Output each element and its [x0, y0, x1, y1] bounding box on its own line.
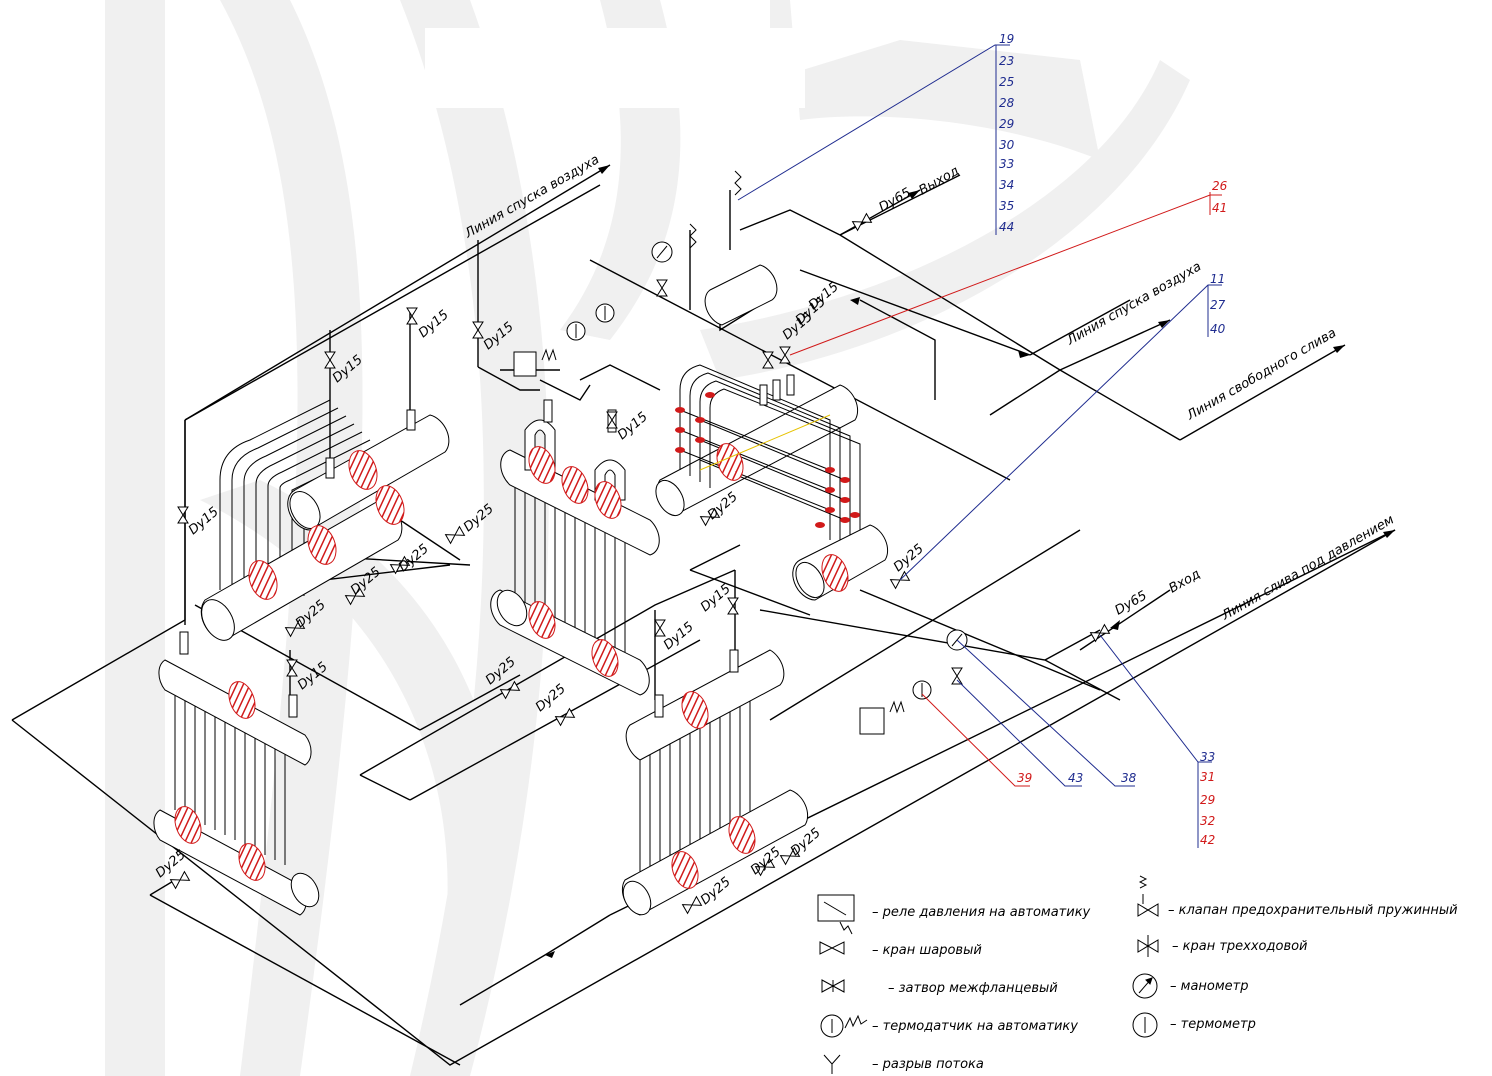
svg-text:42: 42: [1200, 833, 1215, 847]
callout-group-top: 19 23 25 28 29 30 33 34 35 44: [999, 32, 1015, 234]
svg-text:40: 40: [1210, 322, 1226, 336]
svg-text:33: 33: [999, 157, 1014, 171]
svg-text:26: 26: [1212, 179, 1228, 193]
air-release-right-label: Линия спуска воздуха: [1064, 259, 1204, 349]
heat-exchanger-4: [153, 631, 320, 916]
svg-text:30: 30: [999, 138, 1015, 152]
watermark: [105, 0, 1190, 1076]
callout-group-mid-blue: 11 27 40: [1210, 272, 1226, 336]
legend-manometer: – манометр: [1170, 979, 1249, 994]
legend-pressure-relay: – реле давления на автоматику: [872, 905, 1091, 920]
heat-exchanger-5: [621, 649, 809, 916]
svg-text:29: 29: [999, 117, 1014, 131]
legend-thermometer: – термометр: [1170, 1017, 1256, 1032]
svg-text:25: 25: [999, 75, 1014, 89]
leader-lines: [737, 44, 1222, 848]
legend-safety-valve: – клапан предохранительный пружинный: [1168, 903, 1458, 918]
outlet-size-label: Dy65: [877, 185, 914, 215]
svg-text:44: 44: [999, 220, 1014, 234]
svg-text:Dy15: Dy15: [615, 410, 651, 444]
callout-group-bottom: 33 31 29 32 42: [1200, 750, 1215, 847]
svg-text:Dy15: Dy15: [186, 505, 222, 539]
manometer-icon: [1132, 973, 1158, 999]
free-drain-label: Линия свободного слива: [1184, 326, 1339, 424]
svg-text:28: 28: [999, 96, 1015, 110]
legend-three-way-valve: – кран трехходовой: [1172, 939, 1308, 954]
heat-exchanger-1: [200, 399, 450, 641]
legend-butterfly-valve: – затвор межфланцевый: [888, 981, 1058, 996]
three-way-valve-icon: [1137, 935, 1159, 957]
svg-text:Dy25: Dy25: [891, 542, 927, 576]
instruments: [513, 170, 968, 735]
flow-arrows: [545, 165, 1395, 958]
safety-valve-icon: [1137, 875, 1159, 917]
svg-text:33: 33: [1200, 750, 1215, 764]
legend: – реле давления на автоматику – кран шар…: [817, 875, 1458, 1074]
svg-text:35: 35: [999, 199, 1014, 213]
inlet-size-label: Dy65: [1113, 588, 1150, 618]
pressure-drain-label: Линия слива под давлением: [1219, 512, 1397, 624]
svg-text:19: 19: [999, 32, 1014, 46]
legend-flow-break: – разрыв потока: [872, 1057, 984, 1072]
temp-sensor-icon: [820, 1014, 868, 1038]
legend-temp-sensor: – термодатчик на автоматику: [872, 1019, 1078, 1034]
inlet-label: Вход: [1167, 567, 1204, 597]
svg-text:27: 27: [1210, 298, 1226, 312]
ball-valve-icon: [819, 941, 845, 955]
heat-exchanger-3: [655, 364, 889, 601]
callout-group-mid-red: 26 41: [1212, 179, 1228, 215]
line-labels: Линия спуска воздуха Линия спуска воздух…: [462, 152, 1397, 624]
svg-text:32: 32: [1200, 814, 1215, 828]
svg-text:23: 23: [999, 54, 1014, 68]
legend-ball-valve: – кран шаровый: [872, 943, 982, 958]
svg-text:Dy25: Dy25: [396, 542, 432, 576]
flow-break-icon: [823, 1054, 841, 1074]
svg-text:41: 41: [1212, 201, 1227, 215]
butterfly-valve-icon: [821, 979, 845, 993]
thermometer-icon: [1132, 1012, 1158, 1038]
callout-39: 39: [1017, 771, 1032, 785]
callout-38: 38: [1121, 771, 1137, 785]
outlet-label: Выход: [917, 164, 962, 199]
svg-text:Dy15: Dy15: [416, 308, 452, 342]
svg-text:29: 29: [1200, 793, 1215, 807]
svg-text:31: 31: [1200, 770, 1215, 784]
svg-text:34: 34: [999, 178, 1014, 192]
svg-text:11: 11: [1210, 272, 1225, 286]
svg-text:Dy15: Dy15: [661, 620, 697, 654]
callout-43: 43: [1068, 771, 1083, 785]
pressure-relay-icon: [817, 894, 855, 935]
